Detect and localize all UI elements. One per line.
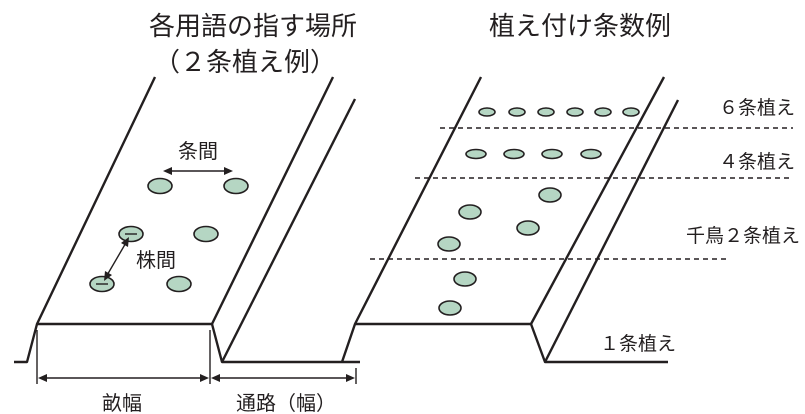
left-bed [14,76,360,364]
path-width-label: 通路（幅） [236,391,336,414]
left-title-line2: （２条植え例） [154,48,336,78]
left-bed-left-edge [14,76,157,364]
plant-spacing-arrow [104,237,129,281]
path-width-arrow [211,368,357,384]
section-label-6-row: ６条植え [719,97,795,119]
seed [538,187,562,203]
left-bed-right-edge [210,76,335,325]
seeds-4-row [465,148,602,160]
seed [508,107,526,117]
right-bed-right-edge [529,76,666,325]
bed-width-arrow [36,330,211,384]
plant-spacing-label: 株間 [136,248,176,272]
right-bed-left-edge [340,76,483,363]
right-title: 植え付け条数例 [489,12,671,42]
seed [437,236,461,252]
section-label-staggered-2-row: 千鳥２条植え [686,225,800,247]
bed-width-label: 畝幅 [102,391,142,414]
seeds-1-row [438,271,477,316]
right-neighbour-edge [543,99,680,363]
seed [453,271,477,287]
row-spacing-label: 条間 [178,139,218,163]
seed [438,300,462,316]
seed [147,177,173,195]
seeds-6-row [478,107,640,117]
seed [503,148,525,160]
left-title-line1: 各用語の指す場所 [149,12,357,42]
seed [478,107,496,117]
seed [541,148,563,160]
section-label-4-row: ４条植え [719,151,795,173]
seed [166,275,192,293]
seed [537,107,555,117]
neighbour-bed-edge [220,98,357,363]
seed [465,148,487,160]
seed [458,204,482,220]
section-label-1-row: １条植え [600,333,676,355]
left-bed-right-slope [210,323,360,364]
seed [193,225,219,243]
seed [516,220,540,236]
right-bed [340,76,680,364]
seed [223,177,249,195]
seed [594,107,612,117]
left-seeds [89,177,249,293]
seeds-staggered-2-row [437,187,562,252]
seed [566,107,584,117]
seed [580,148,602,160]
row-spacing-arrow [163,167,233,175]
seed [622,107,640,117]
